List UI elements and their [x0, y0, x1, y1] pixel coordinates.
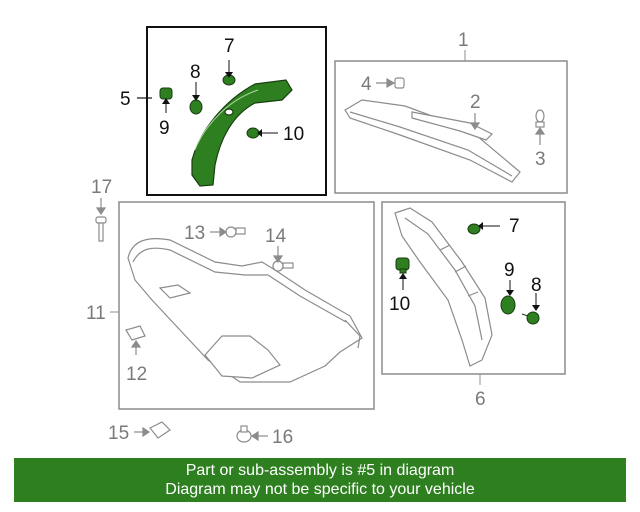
- callout-11: 11: [86, 303, 106, 324]
- callout-10-top: 10: [283, 124, 304, 145]
- callout-8-right: 8: [531, 275, 542, 296]
- highlight-box-5: [146, 26, 327, 196]
- group-box-11: [118, 201, 375, 410]
- fastener-16: [236, 425, 268, 443]
- callout-12: 12: [126, 364, 147, 385]
- callout-9-top: 9: [159, 118, 170, 139]
- fastener-7-top: [222, 60, 236, 86]
- info-banner: Part or sub-assembly is #5 in diagram Di…: [14, 458, 626, 502]
- banner-line-part: Part or sub-assembly is #5 in diagram: [185, 462, 455, 479]
- callout-16: 16: [272, 427, 293, 448]
- callout-2: 2: [470, 92, 481, 113]
- parts-diagram: 5 7 8 9 10 1 2 3 4: [86, 26, 568, 448]
- callout-3: 3: [535, 149, 546, 170]
- part-11-trim-panel: [127, 237, 363, 383]
- screw-14: [272, 246, 294, 272]
- callout-1: 1: [458, 30, 469, 51]
- part-5-handle: [191, 79, 293, 187]
- callout-15: 15: [108, 423, 129, 444]
- grommet-3: [534, 109, 546, 145]
- callout-6: 6: [475, 389, 486, 410]
- callout-14: 14: [265, 226, 287, 247]
- group-box-6: [381, 201, 566, 375]
- screw-8-right: [521, 293, 540, 325]
- bracket-17: [95, 198, 107, 242]
- clip-10-right: [395, 257, 410, 290]
- part-6-side-trim: [394, 207, 493, 367]
- callout-17: 17: [91, 177, 112, 198]
- clip-12: [125, 325, 146, 355]
- washer-8-top: [189, 82, 203, 115]
- callout-13: 13: [184, 223, 205, 244]
- callout-4: 4: [361, 74, 372, 95]
- clip-4: [376, 77, 405, 89]
- clip-15: [134, 421, 171, 439]
- callout-7-right: 7: [509, 216, 520, 237]
- clip-9-top: [159, 87, 173, 113]
- bolt-13: [210, 226, 246, 238]
- callout-10-right: 10: [389, 294, 410, 315]
- banner-line-disclaimer: Diagram may not be specific to your vehi…: [165, 481, 475, 498]
- callout-5: 5: [120, 89, 131, 110]
- group-box-1: [334, 60, 568, 194]
- part-2-rail: [344, 99, 521, 183]
- screw-10-top: [246, 127, 278, 139]
- callout-7-top: 7: [224, 36, 235, 57]
- fastener-7-right: [467, 222, 500, 235]
- washer-9-right: [500, 280, 516, 315]
- callout-9-right: 9: [504, 260, 515, 281]
- callout-8-top: 8: [190, 62, 201, 83]
